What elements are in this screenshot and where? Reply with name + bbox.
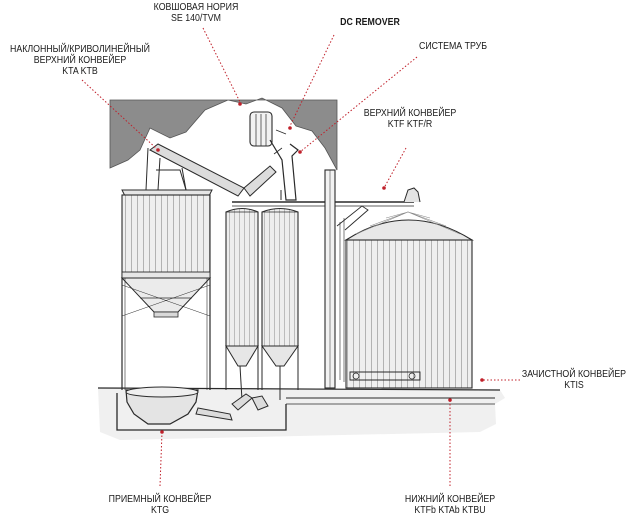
leader-lines — [81, 27, 520, 487]
label-bucket-elevator-line2: SE 140/TVM — [171, 13, 221, 24]
label-sweep-conveyor: ЗАЧИСТНОЙ КОНВЕЙЕР KTIS — [519, 369, 628, 391]
label-bucket-elevator: КОВШОВАЯ НОРИЯ SE 140/TVM — [143, 2, 249, 24]
ground-foundation — [97, 387, 505, 440]
label-intake-conveyor-line1: ПРИЕМНЫЙ КОНВЕЙЕР — [108, 494, 212, 505]
intake-pit — [125, 386, 269, 425]
roof — [109, 97, 338, 171]
label-bottom-conveyor-line1: НИЖНИЙ КОНВЕЙЕР — [404, 494, 496, 505]
label-incline-conveyor-line3: KTA KTB — [62, 66, 98, 77]
leader-pipe-system — [299, 56, 418, 153]
incline-conveyor — [145, 143, 277, 197]
top-conveyor — [232, 187, 421, 207]
twin-silos — [225, 207, 299, 401]
leader-intake-conveyor — [159, 431, 163, 487]
label-intake-conveyor-line2: KTG — [150, 505, 170, 516]
leader-dc-remover — [289, 34, 335, 127]
label-sweep-conveyor-line1: ЗАЧИСТНОЙ КОНВЕЙЕР — [521, 369, 627, 380]
label-incline-conveyor-line2: ВЕРХНИЙ КОНВЕЙЕР — [33, 55, 127, 66]
label-top-conveyor-line2: KTF KTF/R — [387, 119, 433, 130]
label-sweep-conveyor-line2: KTIS — [564, 380, 584, 391]
label-bucket-elevator-line1: КОВШОВАЯ НОРИЯ — [153, 2, 239, 13]
label-bottom-conveyor-line2: KTFb KTAb KTBU — [414, 505, 486, 516]
elevator-leg — [324, 169, 336, 389]
label-top-conveyor: ВЕРХНИЙ КОНВЕЙЕР KTF KTF/R — [362, 108, 459, 130]
label-incline-conveyor: НАКЛОННЫЙ/КРИВОЛИНЕЙНЫЙ ВЕРХНИЙ КОНВЕЙЕР… — [10, 44, 151, 77]
label-pipe-system: СИСТЕМА ТРУБ — [409, 41, 497, 52]
leader-dots — [156, 102, 484, 434]
bucket-elevator — [249, 111, 299, 201]
label-dc-remover-line1: DC REMOVER — [340, 17, 400, 28]
big-silo — [336, 205, 474, 389]
leader-bucket-elevator — [202, 27, 241, 103]
label-intake-conveyor: ПРИЕМНЫЙ КОНВЕЙЕР KTG — [107, 494, 213, 516]
label-pipe-system-line1: СИСТЕМА ТРУБ — [418, 41, 488, 52]
label-bottom-conveyor: НИЖНИЙ КОНВЕЙЕР KTFb KTAb KTBU — [402, 494, 499, 516]
label-incline-conveyor-line1: НАКЛОННЫЙ/КРИВОЛИНЕЙНЫЙ — [9, 44, 151, 55]
leader-top-conveyor — [383, 147, 407, 189]
hopper-silo-left — [120, 189, 213, 390]
label-dc-remover: DC REMOVER — [330, 17, 409, 28]
label-top-conveyor-line1: ВЕРХНИЙ КОНВЕЙЕР — [363, 108, 457, 119]
